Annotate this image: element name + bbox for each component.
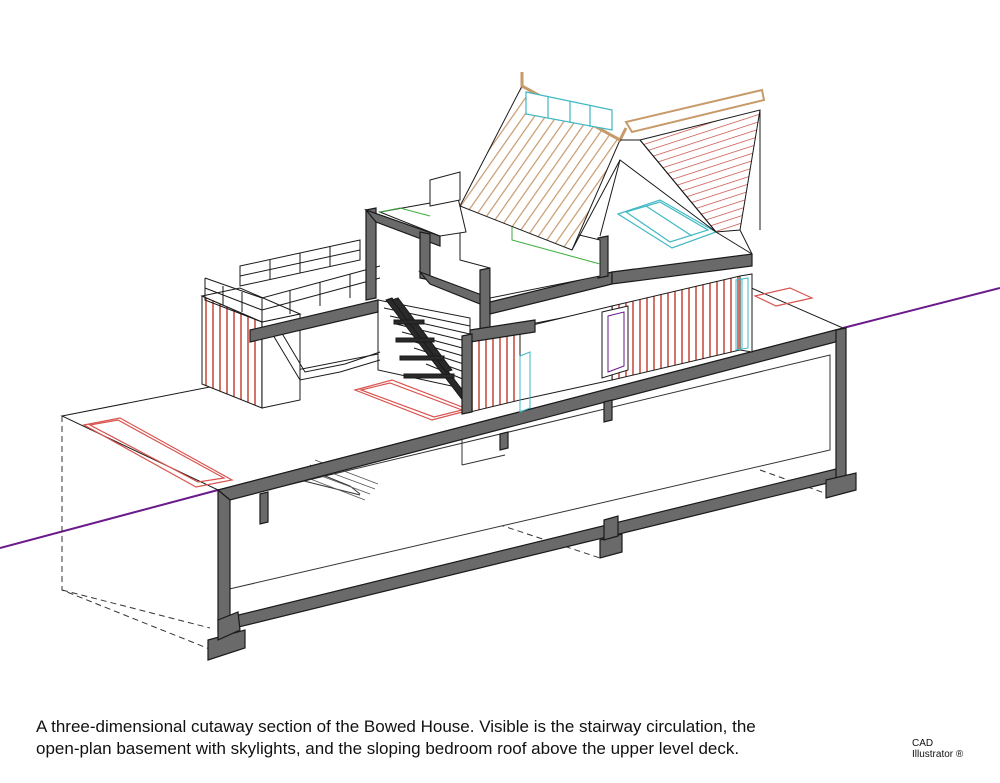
door xyxy=(601,305,629,379)
roof-linework xyxy=(571,110,761,255)
credit-label: CAD Illustrator ® xyxy=(912,738,963,760)
clerestory-skylight xyxy=(616,199,718,249)
credit-line-2: Illustrator ® xyxy=(912,749,964,760)
roof-skylight xyxy=(525,91,613,131)
stair-stringer xyxy=(385,297,471,403)
sloping-bedroom-roof xyxy=(624,88,766,233)
basement-section-cut xyxy=(207,327,857,661)
credit-line-1: CAD xyxy=(912,738,934,749)
upper-floor-section-cut xyxy=(249,207,753,415)
cutaway-section-drawing xyxy=(0,72,1000,661)
caption-line-2: open-plan basement with skylights, and t… xyxy=(36,739,740,758)
planter-right xyxy=(753,287,814,307)
right-glazing xyxy=(519,277,749,413)
figure-caption: A three-dimensional cutaway section of t… xyxy=(36,716,876,760)
planter-left xyxy=(82,417,234,488)
site-line xyxy=(0,287,1000,549)
central-volume xyxy=(469,273,753,413)
caption-line-1: A three-dimensional cutaway section of t… xyxy=(36,717,756,736)
upper-deck-railing xyxy=(204,239,381,323)
